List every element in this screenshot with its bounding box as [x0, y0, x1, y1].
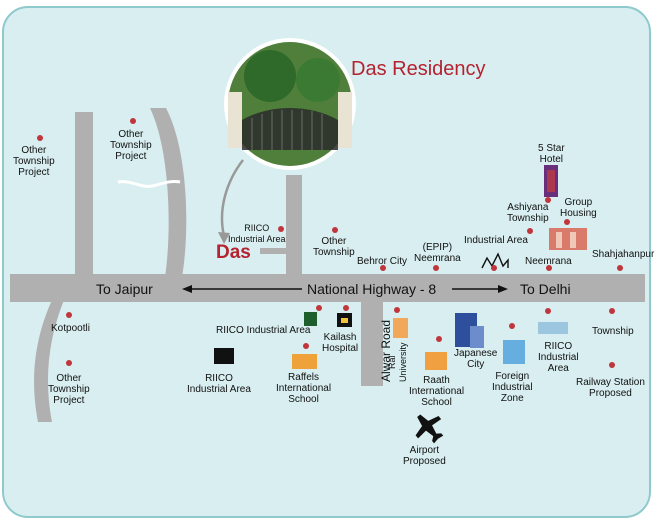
group-housing-icon	[549, 228, 587, 250]
marker-dot	[316, 305, 322, 311]
place-rai-university: Rai University	[387, 342, 408, 382]
japanese-city-icon-2	[470, 326, 484, 348]
place-kotpootli: Kotpootli	[51, 323, 90, 334]
road-das-vertical	[286, 175, 302, 277]
marker-dot	[66, 360, 72, 366]
riico-right-icon	[538, 322, 568, 334]
marker-dot	[303, 343, 309, 349]
place-foreign-industrial-zone: Foreign Industrial Zone	[492, 371, 533, 404]
marker-dot	[433, 265, 439, 271]
highway-road	[10, 274, 645, 302]
squiggle-path	[117, 180, 181, 188]
place-group-housing: Group Housing	[560, 197, 597, 219]
marker-dot	[343, 305, 349, 311]
place-other-township-2: Other Township Project	[110, 129, 152, 162]
photo-pillar-left	[228, 92, 242, 148]
group-housing-window	[556, 232, 562, 248]
airplane-icon	[415, 414, 444, 444]
to-jaipur-label: To Jaipur	[96, 281, 153, 297]
marker-dot	[380, 265, 386, 271]
road-curved-bottom	[34, 300, 64, 422]
place-riico-top: RIICO Industrial Area	[228, 223, 286, 244]
factory-icon	[481, 252, 509, 269]
university-icon	[393, 318, 408, 338]
place-riico-bottom: RIICO Industrial Area	[187, 373, 251, 395]
arrow-left-head	[182, 285, 192, 293]
place-township: Township	[592, 326, 634, 337]
hospital-cross	[341, 318, 348, 323]
marker-dot	[332, 227, 338, 233]
marker-dot	[545, 197, 551, 203]
school-icon-raath	[425, 352, 447, 370]
marker-dot	[545, 308, 551, 314]
place-epip-neemrana: (EPIP) Neemrana	[414, 242, 461, 264]
map-title: Das Residency	[351, 58, 486, 80]
road-das-link	[260, 248, 290, 254]
marker-dot	[66, 312, 72, 318]
marker-dot	[491, 265, 497, 271]
marker-dot	[546, 265, 552, 271]
place-behror-city: Behror City	[357, 256, 408, 267]
place-other-township-1: Other Township Project	[13, 145, 55, 178]
place-industrial-area: Industrial Area	[464, 235, 528, 246]
foreign-zone-icon	[503, 340, 525, 364]
place-riico-right: RIICO Industrial Area	[538, 341, 579, 374]
marker-dot	[278, 226, 284, 232]
to-delhi-label: To Delhi	[520, 281, 571, 297]
place-riico-mid: RIICO Industrial Area	[216, 325, 311, 336]
marker-dot	[130, 118, 136, 124]
photo-tree	[244, 50, 296, 102]
school-icon-raffels	[292, 354, 317, 369]
marker-dot	[37, 135, 43, 141]
arrow-right-head	[498, 285, 508, 293]
road-vertical-left	[75, 112, 93, 277]
marker-dot	[509, 323, 515, 329]
place-airport: Airport Proposed	[403, 445, 446, 467]
alwar-road	[361, 300, 383, 386]
place-raffels-school: Raffels International School	[276, 372, 332, 405]
place-five-star-hotel: 5 Star Hotel	[538, 143, 565, 165]
site-pointer-arrow	[220, 159, 244, 237]
marker-dot	[527, 228, 533, 234]
place-ashiyana-township: Ashiyana Township	[507, 202, 549, 224]
group-housing-window	[570, 232, 576, 248]
place-kailash-hospital: Kailash Hospital	[322, 332, 359, 354]
place-railway-station: Railway Station Proposed	[576, 377, 645, 399]
highway-name-label: National Highway - 8	[307, 281, 437, 297]
road-curved-top	[150, 108, 187, 277]
marker-dot	[564, 219, 570, 225]
marker-dot	[609, 362, 615, 368]
place-other-township-small: Other Township	[313, 236, 355, 258]
place-japanese-city: Japanese City	[454, 348, 498, 370]
place-other-township-3: Other Township Project	[48, 373, 90, 406]
marker-dot	[394, 307, 400, 313]
hotel-icon-glow	[547, 170, 555, 192]
place-raath-school: Raath International School	[409, 375, 465, 408]
factory-icon-riico	[214, 348, 234, 364]
site-marker-label: Das	[216, 242, 251, 263]
place-shahjahanpur: Shahjahanpur	[592, 249, 655, 260]
marker-dot	[436, 336, 442, 342]
photo-pillar-right	[338, 92, 352, 148]
building-icon-riico	[304, 312, 317, 326]
photo-gate-bars	[251, 110, 323, 150]
marker-dot	[617, 265, 623, 271]
photo-gate	[242, 108, 338, 150]
place-neemrana: Neemrana	[525, 256, 572, 267]
photo-tree	[296, 58, 340, 102]
marker-dot	[609, 308, 615, 314]
site-pointer-head	[218, 232, 230, 244]
